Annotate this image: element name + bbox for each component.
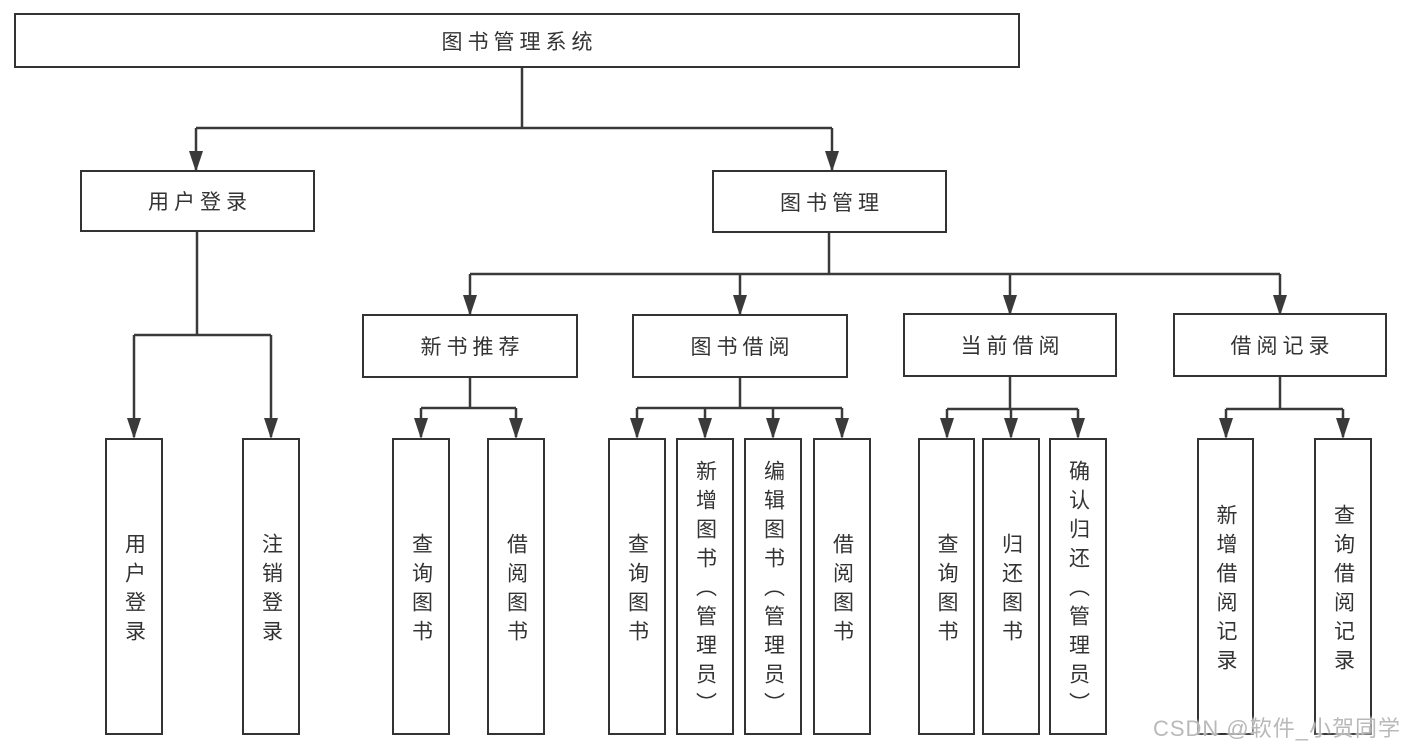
edge-bookmgmt-to-level3: [468, 233, 1282, 315]
leaf-confirm-return-admin: 确认归还（管理员）: [1049, 438, 1107, 735]
leaf-query-books-borrow: 查询图书: [608, 438, 666, 735]
leaf-edit-book-admin: 编辑图书（管理员）: [744, 438, 802, 735]
node-book-borrow: 图书借阅: [632, 314, 848, 378]
node-user-login: 用户登录: [80, 170, 315, 232]
leaf-add-book-admin: 新增图书（管理员）: [676, 438, 734, 735]
leaf-return-book: 归还图书: [982, 438, 1040, 735]
node-borrow-record: 借阅记录: [1173, 313, 1387, 377]
edge-root-to-level2: [194, 68, 834, 171]
edge-bookborrow-to-leaves: [635, 378, 844, 437]
edge-borrowrecord-to-leaves: [1224, 377, 1345, 437]
leaf-borrow-books: 借阅图书: [813, 438, 871, 735]
edge-newbook-to-leaves: [419, 378, 518, 437]
leaf-logout: 注销登录: [242, 438, 300, 735]
node-current-borrow: 当前借阅: [903, 313, 1117, 377]
leaf-user-login: 用户登录: [105, 438, 163, 735]
leaf-query-books-current: 查询图书: [918, 438, 975, 735]
node-root-system: 图书管理系统: [14, 13, 1020, 68]
edge-userlogin-to-leaves: [132, 232, 273, 437]
csdn-watermark: CSDN @软件_小贺同学: [1152, 716, 1401, 741]
leaf-query-borrow-record: 查询借阅记录: [1314, 438, 1372, 735]
leaf-borrow-books-recommend: 借阅图书: [487, 438, 545, 735]
node-book-management: 图书管理: [712, 170, 947, 233]
leaf-query-books-recommend: 查询图书: [392, 438, 450, 735]
leaf-add-borrow-record: 新增借阅记录: [1197, 438, 1254, 735]
node-new-book-recommend: 新书推荐: [362, 314, 578, 378]
